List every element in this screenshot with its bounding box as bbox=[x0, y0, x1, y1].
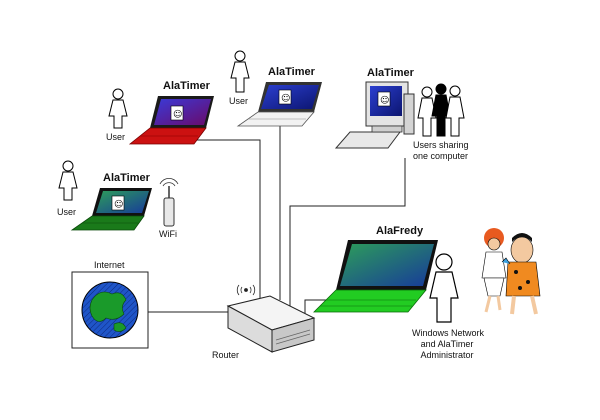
desktop-caption-line1: Users sharing bbox=[413, 140, 469, 150]
user-figure-green bbox=[58, 160, 78, 201]
svg-text:☺: ☺ bbox=[281, 93, 290, 104]
user-label-white: User bbox=[229, 96, 249, 106]
admin-caption-line3: Administrator bbox=[420, 350, 474, 360]
admin-caption-line1: Windows Network bbox=[412, 328, 485, 338]
svg-text:☺: ☺ bbox=[114, 199, 123, 210]
user-figure-white bbox=[230, 50, 250, 93]
line-desktop bbox=[289, 158, 406, 306]
laptop-white-title: AlaTimer bbox=[268, 66, 315, 78]
user-figure-red bbox=[108, 88, 128, 129]
router-signal-icon bbox=[236, 284, 256, 296]
shared-users-group bbox=[417, 83, 465, 137]
line-red-laptop bbox=[190, 139, 261, 300]
laptop-green-large-title: AlaFredy bbox=[376, 225, 424, 237]
wifi-label: WiFi bbox=[159, 229, 177, 239]
laptop-green-small-title: AlaTimer bbox=[103, 172, 150, 184]
wifi-access-point bbox=[159, 178, 179, 227]
cartoon-couple-illustration bbox=[481, 228, 541, 315]
administrator-figure bbox=[429, 253, 459, 323]
admin-caption-line2: and AlaTimer bbox=[420, 339, 474, 349]
laptop-white[interactable]: ☺ bbox=[236, 82, 322, 127]
router-label: Router bbox=[212, 350, 240, 360]
laptop-green-small[interactable]: ☺ bbox=[70, 188, 152, 231]
internet-box bbox=[71, 271, 149, 349]
desktop-caption-line2: one computer bbox=[413, 151, 469, 161]
laptop-red[interactable]: ☺ bbox=[128, 96, 214, 145]
desktop-title: AlaTimer bbox=[367, 67, 414, 79]
router[interactable] bbox=[226, 295, 316, 353]
svg-text:☺: ☺ bbox=[380, 95, 389, 106]
connection-lines bbox=[148, 122, 406, 320]
user-label-green: User bbox=[57, 207, 77, 217]
svg-text:☺: ☺ bbox=[173, 109, 182, 120]
desktop-computer[interactable]: ☺ bbox=[334, 81, 415, 149]
user-label-red: User bbox=[106, 132, 126, 142]
internet-label: Internet bbox=[94, 260, 125, 270]
laptop-green-large[interactable] bbox=[313, 240, 438, 313]
laptop-red-title: AlaTimer bbox=[163, 80, 210, 92]
